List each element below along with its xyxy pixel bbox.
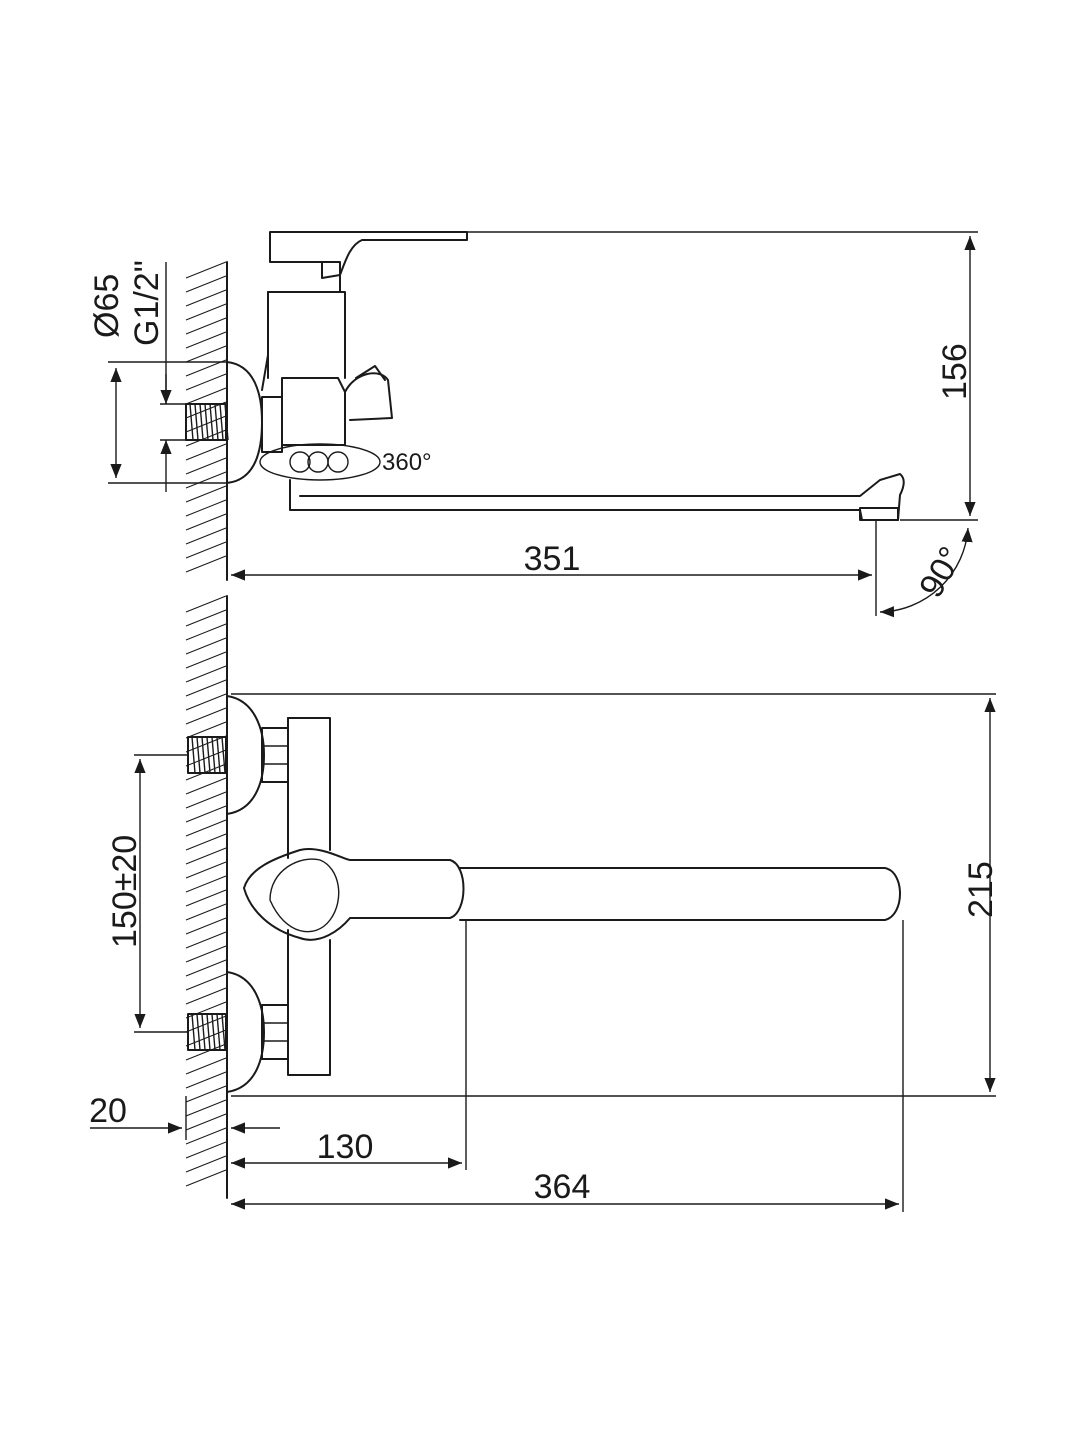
dim-spout-reach: 351 xyxy=(524,540,581,578)
dim-spout-angle: 90° xyxy=(912,540,971,604)
wall-top-view xyxy=(185,595,228,1199)
dim-overall-length: 364 xyxy=(534,1168,591,1206)
dim-diameter: Ø65 xyxy=(88,274,126,338)
wall-flange xyxy=(226,361,263,484)
dim-body-width: 130 xyxy=(317,1128,374,1166)
dim-height-side: 156 xyxy=(936,343,974,400)
side-view xyxy=(185,231,905,581)
lever-handle xyxy=(269,231,468,279)
dim-rotation: 360° xyxy=(382,449,432,476)
mixer-body-top xyxy=(287,717,331,1076)
dim-thread: G1/2" xyxy=(128,260,166,346)
dim-wall-offset: 20 xyxy=(89,1092,127,1130)
mixer-body xyxy=(261,261,393,453)
upper-eccentric xyxy=(187,695,289,815)
spout-side xyxy=(289,473,905,521)
lever-top xyxy=(243,847,465,941)
top-view xyxy=(185,595,901,1199)
dimensions-top: 215 150±20 20 130 364 xyxy=(89,693,1000,1212)
swivel-collar xyxy=(259,443,381,481)
threaded-inlet xyxy=(185,403,229,441)
dim-height-front: 215 xyxy=(962,861,1000,918)
lower-eccentric xyxy=(187,971,289,1093)
spout-top xyxy=(459,867,901,921)
dim-eccentric-spacing: 150±20 xyxy=(106,835,144,948)
aerator xyxy=(859,507,899,521)
